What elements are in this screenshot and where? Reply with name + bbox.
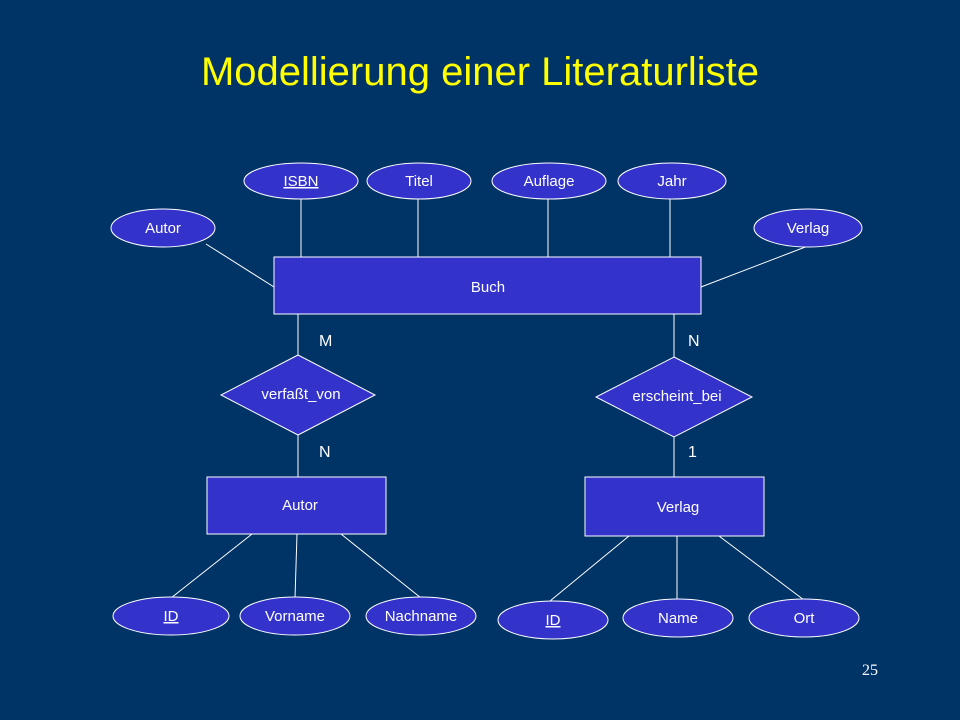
relationship-verfasst-von: verfaßt_von <box>219 354 377 436</box>
entity-buch: Buch <box>273 256 702 315</box>
svg-text:ISBN: ISBN <box>283 173 318 190</box>
line-verlag-attr-buch <box>700 245 809 288</box>
line-verlag-ort <box>718 535 805 601</box>
connector-lines <box>170 197 809 602</box>
attribute-autor-id: ID <box>112 596 230 636</box>
attribute-verlag-id: ID <box>497 600 609 640</box>
attribute-verlag: Verlag <box>753 208 863 248</box>
svg-text:Vorname: Vorname <box>265 608 325 625</box>
line-verlag-id <box>549 535 630 602</box>
attribute-name: Name <box>622 598 734 638</box>
entity-verlag: Verlag <box>584 476 765 537</box>
svg-text:Nachname: Nachname <box>385 608 458 625</box>
svg-text:ID: ID <box>546 612 561 629</box>
cardinality-m: M <box>319 333 332 350</box>
svg-text:ID: ID <box>164 608 179 625</box>
attribute-autor: Autor <box>110 208 216 248</box>
svg-text:Jahr: Jahr <box>657 173 686 190</box>
page-number: 25 <box>862 662 878 679</box>
cardinality-n-autor: N <box>319 444 331 461</box>
attribute-jahr: Jahr <box>617 162 727 200</box>
svg-text:Autor: Autor <box>282 497 318 514</box>
svg-text:Ort: Ort <box>794 610 816 627</box>
attribute-vorname: Vorname <box>239 596 351 636</box>
svg-text:Autor: Autor <box>145 220 181 237</box>
line-autor-id <box>170 533 253 599</box>
attribute-auflage: Auflage <box>491 162 607 200</box>
svg-text:Auflage: Auflage <box>524 173 575 190</box>
entity-autor: Autor <box>206 476 387 535</box>
svg-text:erscheint_bei: erscheint_bei <box>632 388 721 405</box>
line-autor-vorname <box>294 533 298 599</box>
attribute-titel: Titel <box>366 162 472 200</box>
attribute-nachname: Nachname <box>365 596 477 636</box>
svg-text:Titel: Titel <box>405 173 433 190</box>
attribute-isbn: ISBN <box>243 162 359 200</box>
svg-text:Name: Name <box>658 610 698 627</box>
svg-text:Verlag: Verlag <box>657 499 700 516</box>
attribute-ort: Ort <box>748 598 860 638</box>
cardinality-one: 1 <box>688 444 697 461</box>
svg-text:Buch: Buch <box>471 279 505 296</box>
slide-title: Modellierung einer Literaturliste <box>200 50 760 94</box>
relationship-erscheint-bei: erscheint_bei <box>594 356 754 438</box>
line-autor-nachname <box>340 533 422 599</box>
cardinality-n-buch: N <box>688 333 700 350</box>
svg-text:verfaßt_von: verfaßt_von <box>261 386 340 403</box>
line-autor-attr-buch <box>205 243 275 288</box>
svg-text:Verlag: Verlag <box>787 220 830 237</box>
